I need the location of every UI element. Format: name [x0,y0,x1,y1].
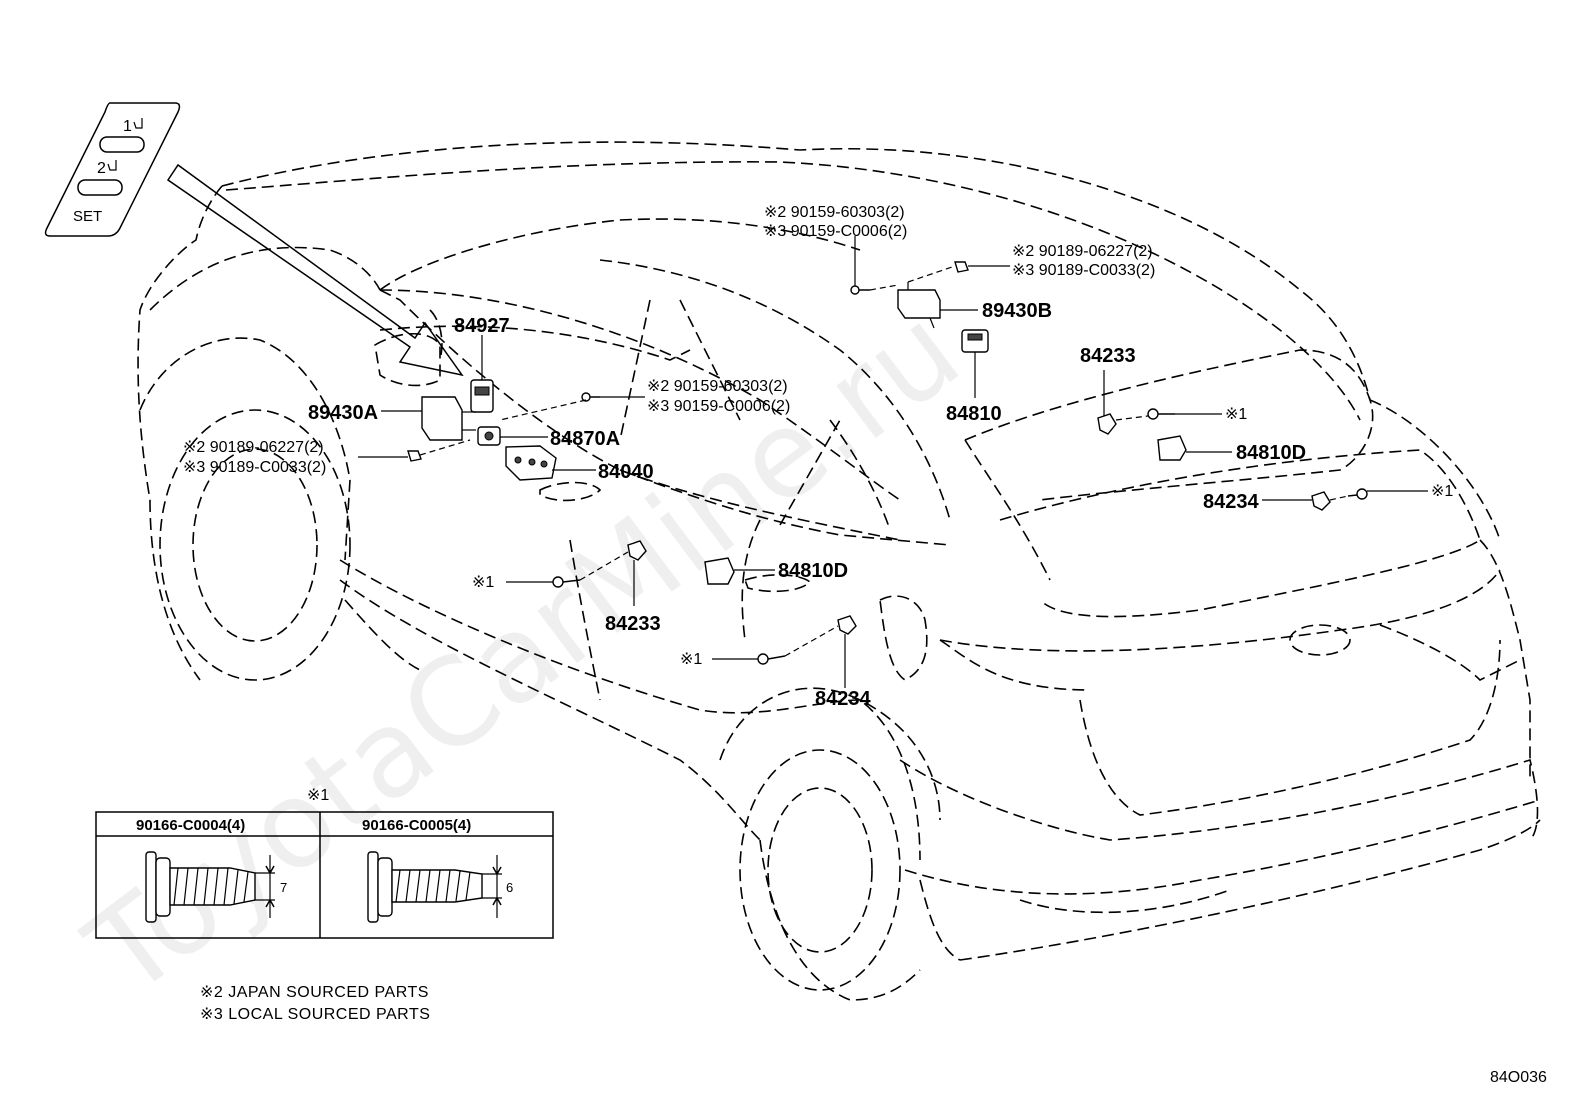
ref-top-clip-local: ※3 90189-C0033(2) [1012,262,1155,279]
memory-1-label: 1 [123,118,132,135]
set-label: SET [73,208,102,225]
ref-top-screw-japan: ※2 90159-60303(2) [764,204,905,221]
part-84233-door [627,540,647,561]
note-local-sourced: ※3 LOCAL SOURCED PARTS [200,1006,430,1023]
ref-mark1-rear-b: ※1 [1431,483,1453,500]
part-label-84810: 84810 [946,403,1002,425]
part-label-84040: 84040 [598,461,654,483]
screw-icon [757,653,786,665]
part-label-89430B: 89430B [982,300,1052,322]
ref-front-clip-japan: ※2 90189-06227(2) [183,439,324,456]
part-84810 [961,329,989,353]
screw-spec-table: ※1 90166-C0004(4) 90166-C0005(4) 7 [95,787,554,939]
part-84810D-door [704,557,735,585]
screw-icon [1347,488,1368,500]
table-col1-header: 90166-C0004(4) [136,817,245,834]
ref-mark1-door-a: ※1 [472,574,494,591]
part-84233-rear [1097,413,1117,435]
memory-2-label: 2 [97,160,106,177]
part-84870A [477,426,501,446]
part-label-84810D-door: 84810D [778,560,848,582]
ref-front-clip-local: ※3 90189-C0033(2) [183,459,326,476]
ref-top-clip-japan: ※2 90189-06227(2) [1012,243,1153,260]
part-label-89430A: 89430A [308,402,378,424]
bolt1-dimension: 7 [280,880,287,895]
ref-top-screw-local: ※3 90159-C0006(2) [764,223,907,240]
vehicle-outline [137,141,1541,1001]
seat-memory-switch: 1 2 SET [44,102,181,237]
bolt-90166-C0005-icon [367,851,502,923]
ref-mark1-door-b: ※1 [680,651,702,668]
clip-icon [407,450,422,462]
bolt-90166-C0004-icon [145,851,275,923]
part-89430A [421,396,476,441]
leader-lines [358,236,1428,688]
part-84810D-rear [1157,435,1187,461]
bolt2-dimension: 6 [506,880,513,895]
screw-icons [407,261,1368,665]
part-label-84234-rear: 84234 [1203,491,1259,513]
part-label-84233-rear: 84233 [1080,345,1136,367]
clip-icon [954,261,969,273]
part-label-84870A: 84870A [550,428,620,450]
ref-mark1-rear-a: ※1 [1225,406,1247,423]
part-label-84810D-rear: 84810D [1236,442,1306,464]
part-84927 [470,335,494,413]
note-japan-sourced: ※2 JAPAN SOURCED PARTS [200,984,429,1001]
part-84040 [505,445,557,481]
memory-1-button [99,136,145,153]
ref-front-screw-japan: ※2 90159-60303(2) [647,378,788,395]
screw-icon [850,285,870,295]
part-label-84234-door: 84234 [815,688,871,710]
ref-front-screw-local: ※3 90159-C0006(2) [647,398,790,415]
part-89430B [897,282,941,329]
part-84234-rear [1311,491,1331,511]
table-col2-header: 90166-C0005(4) [362,817,471,834]
seat-icon [133,118,143,129]
screw-icon [581,392,600,402]
seat-icon [107,160,117,171]
part-label-84927: 84927 [454,315,510,337]
watermark: ToyotaCarMine.ru [63,281,985,1024]
figure-code: 84O036 [1490,1069,1547,1086]
table-mark: ※1 [307,787,329,804]
table-frame [95,811,554,939]
screw-icon [1147,408,1175,420]
location-arrow [166,163,464,377]
memory-2-button [77,179,123,196]
part-label-84233-door: 84233 [605,613,661,635]
part-84234-door [837,615,857,635]
